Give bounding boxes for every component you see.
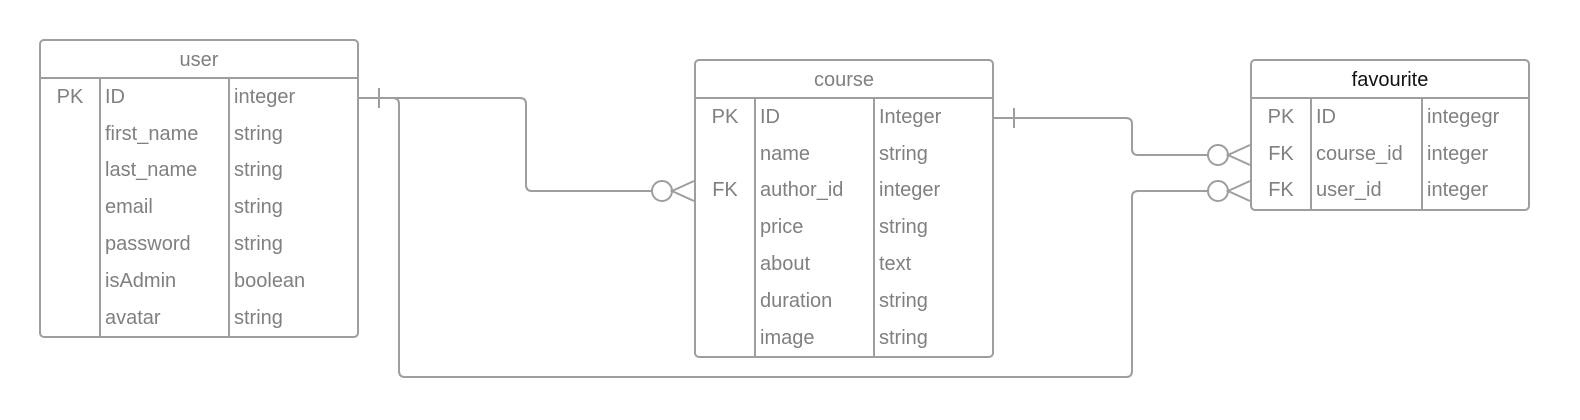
field-type: string (873, 209, 992, 247)
field-name: first_name (99, 115, 229, 153)
relationship-course-favourite[interactable] (994, 117, 1208, 156)
field-name: user_id (1310, 172, 1422, 209)
crowsfoot-many-icon (669, 180, 695, 202)
relationship-user-course[interactable] (359, 97, 652, 192)
field-name: avatar (99, 299, 229, 336)
entity-title: course (696, 61, 992, 99)
field-type: string (873, 135, 992, 173)
relationship-user-favourite[interactable] (385, 97, 1208, 378)
field-type: string (228, 189, 357, 227)
field-name: about (754, 246, 874, 283)
key-cell: PK (56, 85, 84, 108)
key-cell (41, 263, 100, 300)
field-name: ID (754, 99, 874, 136)
field-type: string (228, 226, 357, 263)
field-type: Integer (873, 99, 992, 136)
zero-marker-icon (1207, 144, 1229, 166)
key-cell (696, 246, 755, 283)
key-cell (41, 300, 100, 336)
entity-title: user (41, 41, 357, 79)
field-name: ID (1310, 99, 1422, 136)
key-cell (41, 226, 100, 263)
field-name: price (754, 209, 874, 247)
key-cell: FK (712, 179, 738, 202)
crowsfoot-many-icon (1225, 180, 1251, 202)
field-type: integer (873, 172, 992, 210)
field-type: string (228, 115, 357, 153)
entity-title: favourite (1252, 61, 1528, 99)
field-type: integer (1421, 172, 1528, 209)
key-cell (696, 136, 755, 173)
field-name: course_id (1310, 135, 1422, 173)
field-name: ID (99, 79, 229, 116)
key-cell (696, 209, 755, 246)
field-name: email (99, 189, 229, 227)
field-type: string (228, 299, 357, 336)
key-cell: PK (1267, 105, 1295, 128)
key-cell (696, 283, 755, 320)
field-type: string (873, 319, 992, 356)
field-name: name (754, 135, 874, 173)
field-type: text (873, 246, 992, 283)
field-name: isAdmin (99, 262, 229, 300)
field-type: integer (1421, 135, 1528, 173)
zero-marker-icon (651, 180, 673, 202)
field-name: duration (754, 282, 874, 320)
field-type: string (228, 152, 357, 190)
key-cell (41, 116, 100, 153)
field-type: string (873, 282, 992, 320)
field-type: boolean (228, 262, 357, 300)
field-type: integer (228, 79, 357, 116)
key-cell: PK (711, 105, 739, 128)
zero-marker-icon (1207, 180, 1229, 202)
crowsfoot-many-icon (1225, 144, 1251, 166)
key-cell (41, 153, 100, 190)
key-cell: FK (1268, 142, 1294, 165)
key-cell: FK (1268, 179, 1294, 202)
key-cell (41, 189, 100, 226)
field-name: password (99, 226, 229, 263)
key-cell (696, 320, 755, 356)
field-name: image (754, 319, 874, 356)
field-name: author_id (754, 172, 874, 210)
field-type: integegr (1421, 99, 1528, 136)
field-name: last_name (99, 152, 229, 190)
